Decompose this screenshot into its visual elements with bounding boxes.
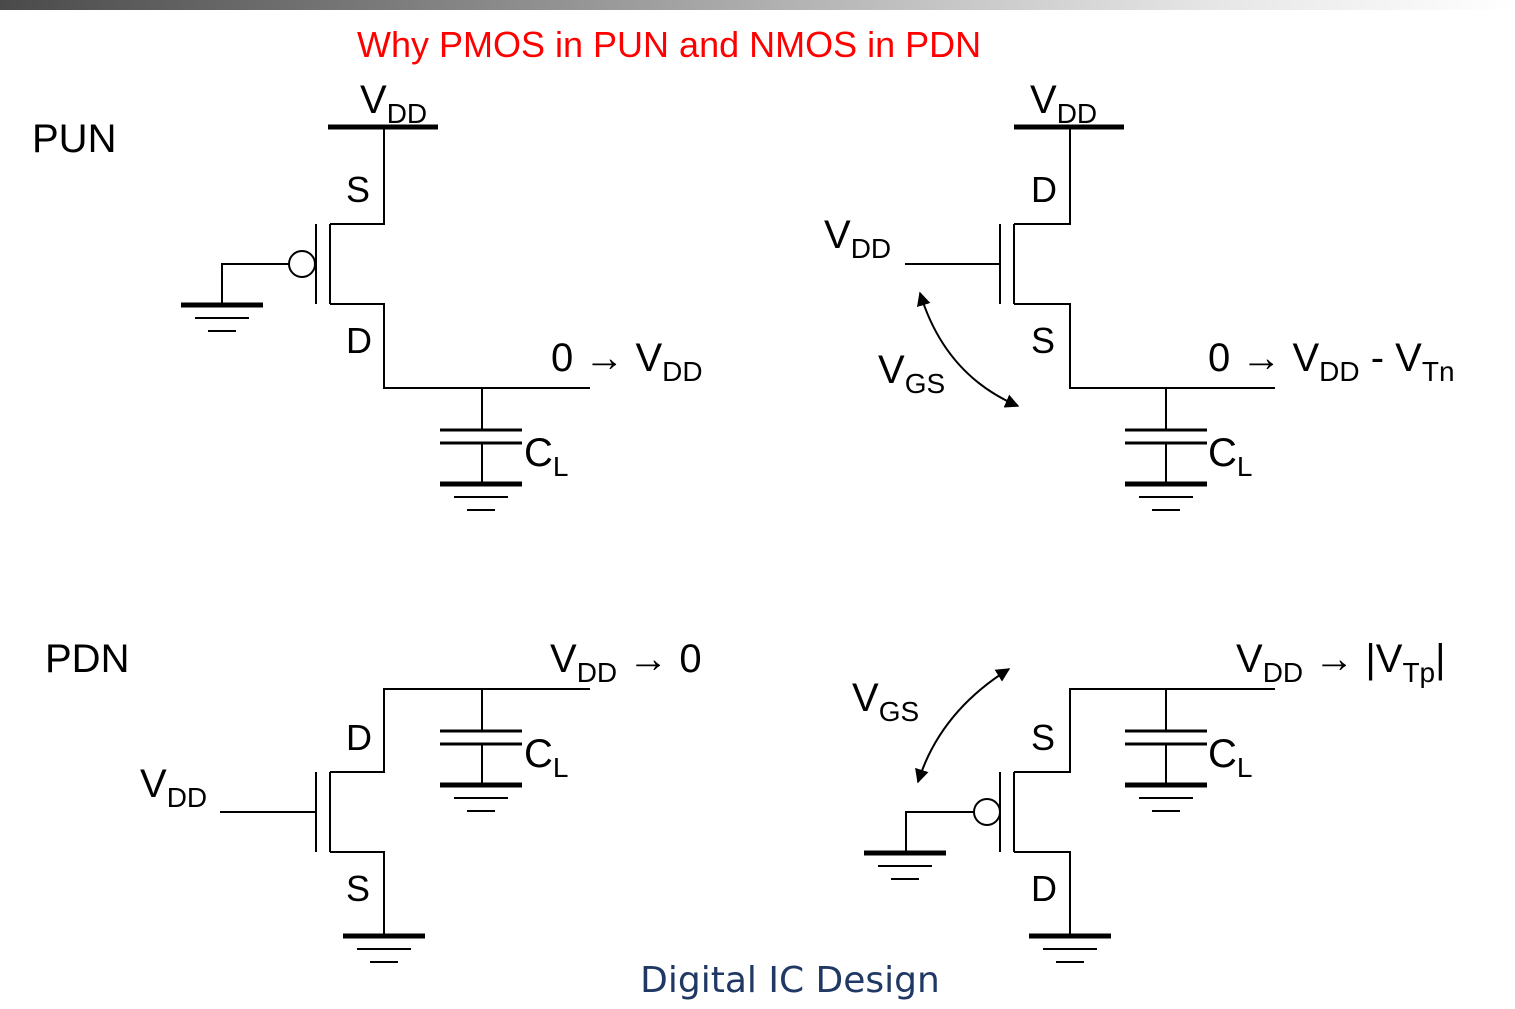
terminal-d: D <box>1031 868 1057 909</box>
terminal-d: D <box>346 717 372 758</box>
pun-pmos-circuit: PUN VDD S D 0 → VDD CL <box>32 78 703 511</box>
top-decor-bar <box>0 0 1515 10</box>
transistor-pmos <box>329 127 590 389</box>
gate-vdd-label: VDD <box>824 213 891 264</box>
section-label-pdn: PDN <box>45 637 129 681</box>
transistor-pmos <box>1013 688 1275 935</box>
gate-vdd-label: VDD <box>140 762 207 813</box>
cl-label: CL <box>1208 732 1252 783</box>
pdn-nmos-circuit: PDN VDD → 0 VDD D S CL <box>45 637 702 963</box>
terminal-s: S <box>1031 320 1055 361</box>
section-label-pun: PUN <box>32 117 116 161</box>
terminal-s: S <box>346 868 370 909</box>
terminal-d: D <box>346 320 372 361</box>
output-transition-label: 0 → VDD - VTn <box>1208 336 1455 387</box>
terminal-s: S <box>346 169 370 210</box>
output-transition-label: VDD → |VTp| <box>1236 637 1446 688</box>
terminal-s: S <box>1031 717 1055 758</box>
vgs-arrow <box>916 291 1020 408</box>
cl-label: CL <box>1208 431 1252 482</box>
pmos-bubble <box>288 250 316 278</box>
vgs-label: VGS <box>852 676 919 727</box>
output-transition-label: 0 → VDD <box>551 336 703 387</box>
page-title: Why PMOS in PUN and NMOS in PDN <box>357 24 981 65</box>
pdn-pmos-circuit: VDD → |VTp| VGS S D CL <box>852 637 1446 963</box>
vdd-label: VDD <box>360 78 427 129</box>
transistor-nmos <box>1013 127 1275 389</box>
cl-label: CL <box>524 431 568 482</box>
terminal-d: D <box>1031 169 1057 210</box>
vgs-arrow <box>915 668 1011 784</box>
cl-label: CL <box>524 732 568 783</box>
transistor-nmos <box>329 688 590 935</box>
output-transition-label: VDD → 0 <box>550 637 702 688</box>
footer-text: Digital IC Design <box>640 960 940 1001</box>
pmos-bubble <box>973 798 1001 826</box>
pun-nmos-circuit: VDD VDD D S VGS 0 → VDD - VTn CL <box>824 78 1455 511</box>
vdd-label: VDD <box>1030 78 1097 129</box>
vgs-label: VGS <box>878 348 945 399</box>
